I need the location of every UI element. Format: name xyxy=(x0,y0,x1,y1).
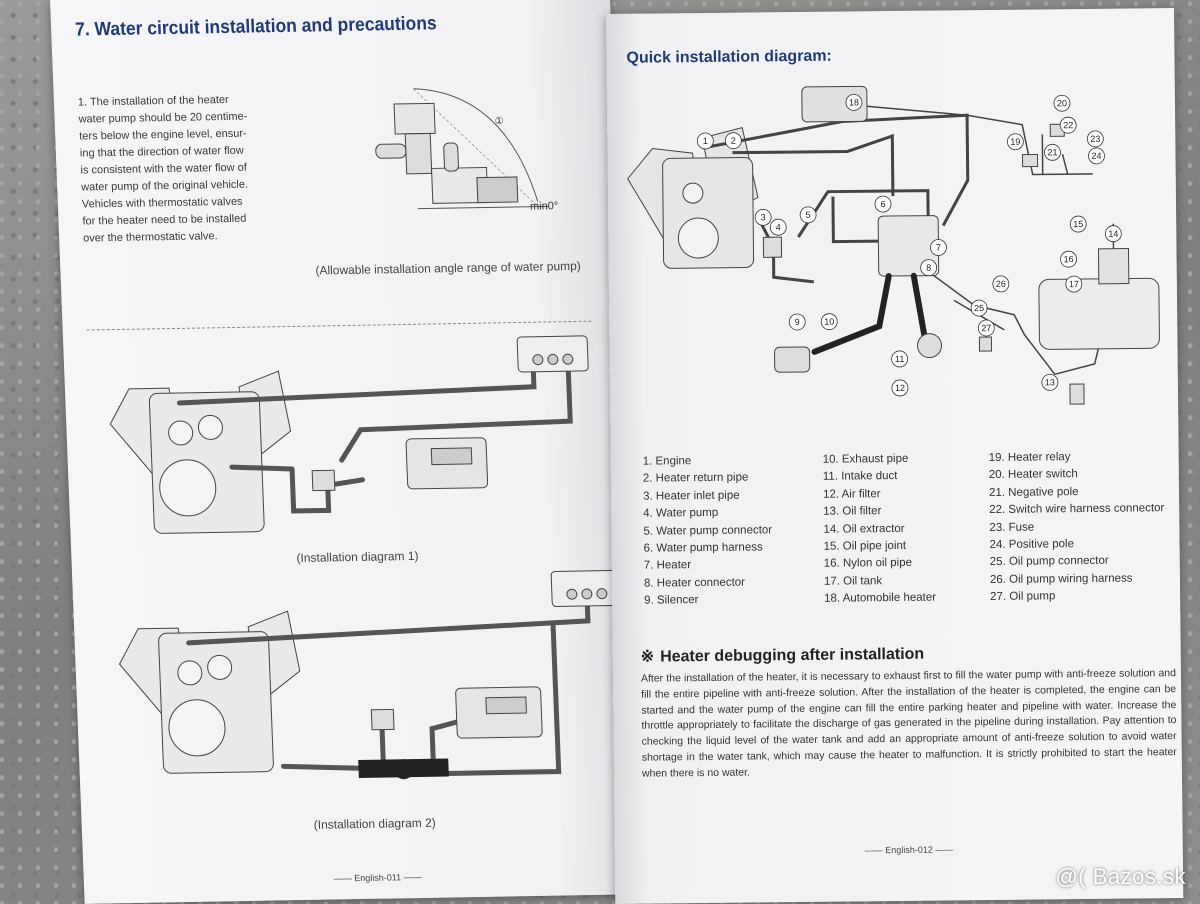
quick-diagram-title: Quick installation diagram: xyxy=(626,47,832,67)
debugging-heading: ※ Heater debugging after installation xyxy=(641,644,925,667)
angle-caption: (Allowable installation angle range of w… xyxy=(315,258,582,278)
callouts: 1 2 3 4 5 6 7 8 9 10 11 12 13 14 15 16 1… xyxy=(696,94,1122,397)
callout-21: 21 xyxy=(1047,147,1057,157)
water-pump-angle-illustration: ① min0° xyxy=(375,88,559,213)
parts-column-1: 1. Engine 2. Heater return pipe 3. Heate… xyxy=(643,452,773,610)
debugging-text: After the installation of the heater, it… xyxy=(640,667,1177,780)
callout-22: 22 xyxy=(1063,120,1073,130)
callout-9: 9 xyxy=(795,317,800,327)
left-page-title: 7. Water circuit installation and precau… xyxy=(74,13,438,41)
diagram1-caption: (Installation diagram 1) xyxy=(296,548,419,565)
callout-4: 4 xyxy=(776,222,781,232)
callout-20: 20 xyxy=(1057,98,1067,108)
callout-19: 19 xyxy=(1010,137,1020,147)
quick-installation-diagram: 1 2 3 4 5 6 7 8 9 10 11 12 13 14 15 16 1… xyxy=(627,85,1160,405)
angle-marker: ① xyxy=(495,116,504,127)
reference-mark-icon: ※ xyxy=(640,648,655,666)
callout-12: 12 xyxy=(895,383,905,393)
callout-23: 23 xyxy=(1090,134,1100,144)
left-page: 7. Water circuit installation and precau… xyxy=(50,0,645,904)
part-item: 19. Heater relay xyxy=(988,451,1071,465)
watermark: @( Bazos.sk xyxy=(1055,864,1186,889)
callout-5: 5 xyxy=(806,210,811,220)
part-item: 13. Oil filter xyxy=(823,505,882,518)
part-item: 24. Positive pole xyxy=(989,538,1075,552)
part-item: 25. Oil pump connector xyxy=(989,555,1109,569)
installation-diagram-2 xyxy=(118,569,623,780)
callout-27: 27 xyxy=(981,323,991,333)
part-item: 5. Water pump connector xyxy=(643,523,773,538)
part-item: 26. Oil pump wiring harness xyxy=(989,572,1133,586)
callout-10: 10 xyxy=(824,317,834,327)
callout-17: 17 xyxy=(1069,279,1079,289)
part-item: 18. Automobile heater xyxy=(824,591,937,605)
callout-18: 18 xyxy=(849,97,859,107)
callout-1: 1 xyxy=(703,136,708,146)
part-item: 27. Oil pump xyxy=(990,590,1056,604)
part-item: 6. Water pump harness xyxy=(643,541,763,555)
paragraph-line: for the heater need to be installed xyxy=(82,212,247,228)
right-page: Quick installation diagram: xyxy=(606,8,1184,904)
part-item: 1. Engine xyxy=(642,455,692,468)
callout-11: 11 xyxy=(895,354,904,364)
part-item: 14. Oil extractor xyxy=(823,522,905,536)
part-item: 9. Silencer xyxy=(644,594,699,607)
debugging-title: Heater debugging after installation xyxy=(660,645,925,666)
part-item: 21. Negative pole xyxy=(988,485,1079,499)
part-item: 16. Nylon oil pipe xyxy=(823,557,913,571)
part-item: 20. Heater switch xyxy=(988,468,1078,482)
part-item: 17. Oil tank xyxy=(823,574,883,588)
callout-13: 13 xyxy=(1045,377,1055,387)
part-item: 10. Exhaust pipe xyxy=(822,452,909,466)
parts-column-3: 19. Heater relay 20. Heater switch 21. N… xyxy=(989,448,1166,606)
callout-24: 24 xyxy=(1091,151,1101,161)
left-page-number: —— English-011 —— xyxy=(333,871,422,884)
callout-25: 25 xyxy=(974,303,984,313)
callout-3: 3 xyxy=(761,212,766,222)
part-item: 11. Intake duct xyxy=(822,470,898,484)
callout-15: 15 xyxy=(1073,219,1083,229)
callout-6: 6 xyxy=(880,199,885,209)
paragraph-line: over the thermostatic valve. xyxy=(82,230,218,245)
installation-paragraph: 1. The installation of the heater water … xyxy=(78,92,254,248)
part-item: 8. Heater connector xyxy=(643,576,746,590)
callout-26: 26 xyxy=(996,279,1006,289)
part-item: 23. Fuse xyxy=(989,521,1035,534)
installation-diagram-1 xyxy=(109,335,589,534)
callout-2: 2 xyxy=(731,136,736,146)
angle-label: min0° xyxy=(530,200,559,212)
callout-16: 16 xyxy=(1064,254,1074,264)
callout-7: 7 xyxy=(936,243,941,253)
part-item: 12. Air filter xyxy=(822,487,881,501)
part-item: 2. Heater return pipe xyxy=(642,471,749,486)
right-page-number: —— English-012 —— xyxy=(864,844,954,856)
part-item: 3. Heater inlet pipe xyxy=(642,489,740,503)
diagram2-caption: (Installation diagram 2) xyxy=(313,815,436,832)
part-item: 4. Water pump xyxy=(643,507,719,520)
part-item: 7. Heater xyxy=(643,559,692,573)
part-item: 22. Switch wire harness connector xyxy=(989,502,1165,517)
parts-column-2: 10. Exhaust pipe 11. Intake duct 12. Air… xyxy=(823,451,937,609)
callout-8: 8 xyxy=(926,263,931,273)
part-item: 15. Oil pipe joint xyxy=(823,539,907,553)
callout-14: 14 xyxy=(1108,229,1118,239)
